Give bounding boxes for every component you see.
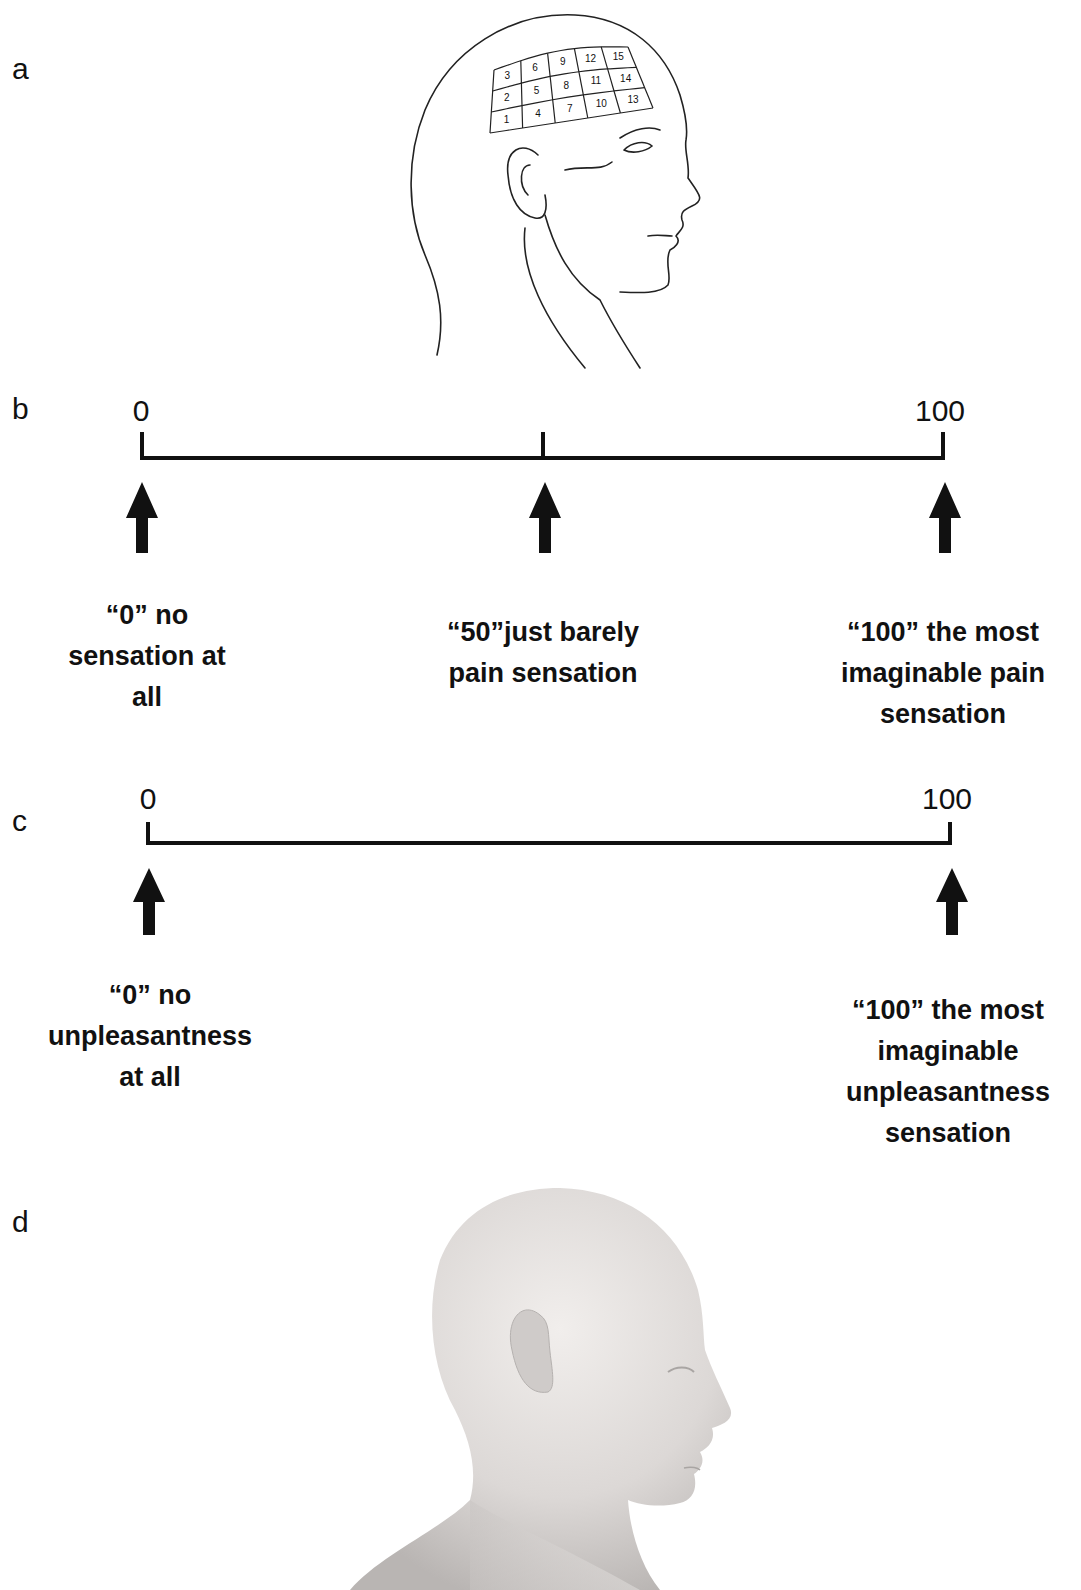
scale-tick <box>941 432 945 460</box>
eye-brow <box>620 128 660 152</box>
region-number: 6 <box>532 63 538 73</box>
scale-tick <box>541 432 545 460</box>
anchor-text: “0” no sensation at all <box>60 595 235 718</box>
region-number: 1 <box>504 115 510 125</box>
grid-line <box>494 47 628 70</box>
scale-value: 100 <box>915 394 965 428</box>
unpleasantness-arrows <box>133 868 968 935</box>
neck-shade <box>470 1500 640 1590</box>
neck-front <box>545 215 640 368</box>
region-number: 12 <box>585 54 596 64</box>
mouth-line <box>648 234 672 236</box>
grid-line <box>493 67 637 91</box>
anchor-text: “0” no unpleasantness at all <box>33 975 268 1098</box>
ear-inner <box>521 165 530 195</box>
rendered-head <box>350 1188 731 1590</box>
pain-arrows <box>126 482 961 553</box>
anchor-text: “100” the most imaginable unpleasantness… <box>831 990 1066 1154</box>
region-number: 8 <box>563 81 569 91</box>
pain-scale <box>142 432 943 460</box>
unpleasantness-scale <box>148 822 950 845</box>
region-number: 4 <box>535 109 541 119</box>
head-profile <box>411 15 700 355</box>
scale-tick <box>948 822 952 845</box>
panel-letter: c <box>12 804 27 838</box>
region-number: 10 <box>596 99 607 109</box>
ear-outline <box>508 148 546 218</box>
region-number: 13 <box>627 95 638 105</box>
up-arrow <box>929 482 961 553</box>
region-number: 2 <box>504 93 510 103</box>
grid-line <box>490 70 494 133</box>
region-number: 14 <box>620 74 631 84</box>
scale-value: 0 <box>140 782 157 816</box>
up-arrow <box>133 868 165 935</box>
eye <box>668 1368 694 1373</box>
panel-letter: b <box>12 392 29 426</box>
panel-letter: a <box>12 52 29 86</box>
anchor-text: “100” the most imaginable pain sensation <box>821 612 1066 735</box>
grid-line <box>521 61 523 128</box>
grid-line <box>548 53 556 123</box>
up-arrow <box>529 482 561 553</box>
region-number: 5 <box>534 86 540 96</box>
region-number: 7 <box>567 104 573 114</box>
anchor-text: “50”just barely pain sensation <box>416 612 671 694</box>
neck-line <box>524 228 585 368</box>
ear <box>510 1310 552 1392</box>
scalp-grid <box>490 47 653 133</box>
up-arrow <box>126 482 158 553</box>
region-number: 15 <box>613 52 624 62</box>
grid-line <box>628 47 653 108</box>
scale-value: 0 <box>133 394 150 428</box>
up-arrow <box>936 868 968 935</box>
mouth <box>684 1467 700 1470</box>
scale-value: 100 <box>922 782 972 816</box>
region-number: 11 <box>591 76 601 86</box>
region-number: 9 <box>560 57 566 67</box>
scale-tick <box>140 432 144 460</box>
cheek-line <box>565 162 612 170</box>
panel-letter: d <box>12 1205 29 1239</box>
region-number: 3 <box>504 71 510 81</box>
head-silhouette <box>350 1188 731 1590</box>
scale-tick <box>146 822 150 845</box>
head-line-drawing <box>411 15 700 368</box>
scale-line <box>148 841 950 845</box>
